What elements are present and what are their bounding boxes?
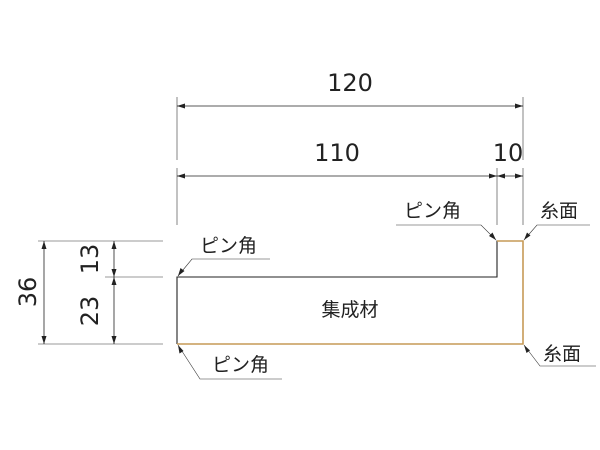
label-ito-men-top: 糸面 <box>540 200 578 222</box>
leader-pin-corner-step: ピン角 <box>396 200 497 241</box>
cross-section-shape <box>176 240 524 345</box>
material-label: 集成材 <box>321 299 378 321</box>
dim-step-width-text: 10 <box>493 139 524 167</box>
label-ito-men-bottom: 糸面 <box>543 343 581 365</box>
dim-main-width: 110 <box>177 139 497 179</box>
dim-overall-height-text: 36 <box>14 277 42 308</box>
dim-upper-height-text: 13 <box>76 244 104 275</box>
leader-pin-corner-lower-left: ピン角 <box>177 344 282 380</box>
dim-main-width-text: 110 <box>314 139 360 167</box>
dim-overall-width: 120 <box>177 69 523 109</box>
leader-pin-corner-upper-left: ピン角 <box>177 235 270 277</box>
label-pin-corner-lower-left: ピン角 <box>212 354 269 376</box>
section-outline-wood <box>177 240 524 345</box>
dim-overall-width-text: 120 <box>327 69 373 97</box>
dim-lower-height-text: 23 <box>76 296 104 327</box>
leader-ito-men-bottom: 糸面 <box>523 343 596 367</box>
label-pin-corner-step: ピン角 <box>404 200 461 222</box>
dim-upper-height: 13 <box>76 241 117 277</box>
label-pin-corner-upper-left: ピン角 <box>200 235 257 257</box>
dim-lower-height: 23 <box>76 277 117 344</box>
dim-overall-height: 36 <box>14 241 47 344</box>
dim-step-width: 10 <box>493 139 524 179</box>
leader-ito-men-top: 糸面 <box>523 200 590 241</box>
